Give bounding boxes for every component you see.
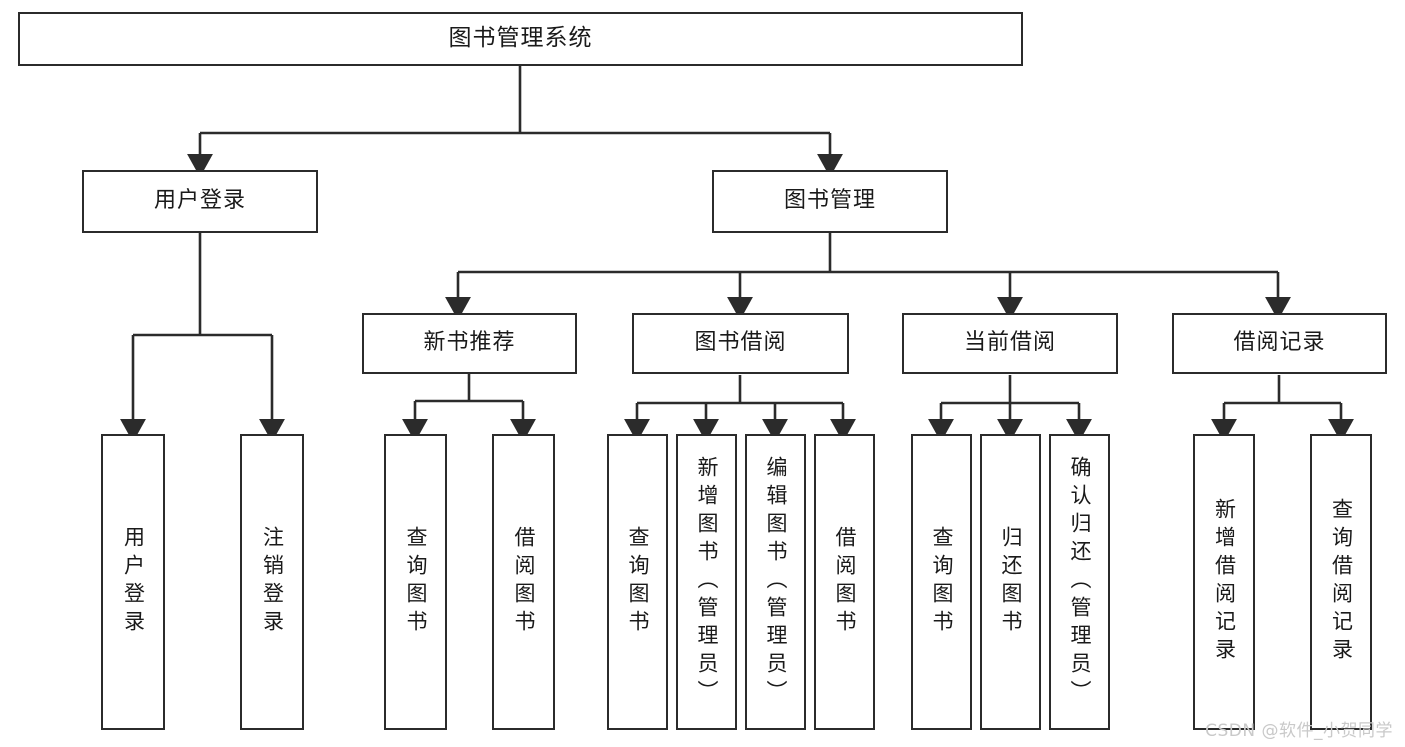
node-label: 新书推荐 (423, 330, 516, 356)
node-label: 查询图书 (404, 526, 428, 638)
leaf-current-confirm-return[interactable]: 确认归还（管理员） (1049, 434, 1110, 730)
node-label: 借阅记录 (1233, 330, 1326, 356)
node-label: 新增图书（管理员） (695, 456, 719, 708)
node-label: 注销登录 (260, 526, 285, 638)
node-new-book-recommend[interactable]: 新书推荐 (362, 313, 577, 374)
node-label: 借阅图书 (512, 526, 536, 638)
node-label: 用户登录 (121, 526, 146, 638)
node-borrow-record[interactable]: 借阅记录 (1172, 313, 1387, 374)
node-book-management[interactable]: 图书管理 (712, 170, 948, 233)
leaf-user-login-logout[interactable]: 注销登录 (240, 434, 304, 730)
node-label: 用户登录 (153, 188, 246, 214)
node-label: 借阅图书 (833, 526, 857, 638)
leaf-new-book-query[interactable]: 查询图书 (384, 434, 447, 730)
node-label: 图书管理系统 (448, 25, 593, 52)
leaf-borrow-edit-book[interactable]: 编辑图书（管理员） (745, 434, 806, 730)
node-label: 当前借阅 (963, 330, 1056, 356)
leaf-borrow-borrow-book[interactable]: 借阅图书 (814, 434, 875, 730)
leaf-borrow-add-book[interactable]: 新增图书（管理员） (676, 434, 737, 730)
leaf-record-add[interactable]: 新增借阅记录 (1193, 434, 1255, 730)
node-label: 图书借阅 (694, 330, 787, 356)
node-user-login[interactable]: 用户登录 (82, 170, 318, 233)
node-label: 图书管理 (783, 188, 876, 214)
node-root-system[interactable]: 图书管理系统 (18, 12, 1023, 66)
node-book-borrow[interactable]: 图书借阅 (632, 313, 849, 374)
leaf-current-return-book[interactable]: 归还图书 (980, 434, 1041, 730)
node-label: 新增借阅记录 (1212, 498, 1237, 666)
node-label: 归还图书 (999, 526, 1023, 638)
leaf-borrow-query-book[interactable]: 查询图书 (607, 434, 668, 730)
node-current-borrow[interactable]: 当前借阅 (902, 313, 1118, 374)
node-label: 查询借阅记录 (1329, 498, 1354, 666)
node-label: 查询图书 (626, 526, 650, 638)
leaf-current-query-book[interactable]: 查询图书 (911, 434, 972, 730)
node-label: 编辑图书（管理员） (764, 456, 788, 708)
node-label: 确认归还（管理员） (1068, 456, 1092, 708)
node-label: 查询图书 (930, 526, 954, 638)
leaf-record-query[interactable]: 查询借阅记录 (1310, 434, 1372, 730)
csdn-watermark: CSDN @软件_小贺同学 (1205, 721, 1393, 741)
leaf-new-book-borrow[interactable]: 借阅图书 (492, 434, 555, 730)
leaf-user-login-login[interactable]: 用户登录 (101, 434, 165, 730)
